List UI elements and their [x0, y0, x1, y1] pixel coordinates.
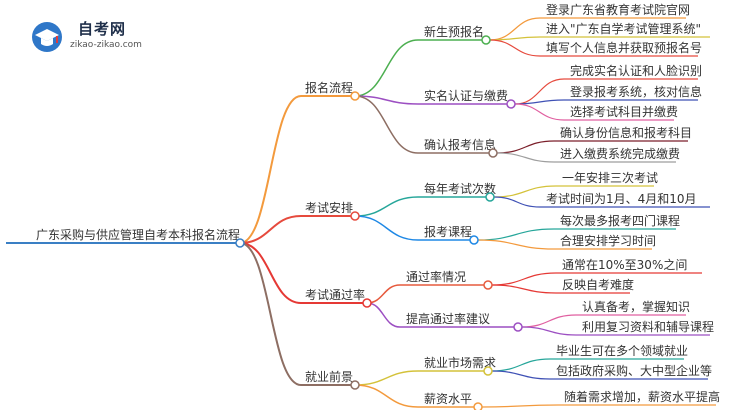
subtopic-label: 报考课程	[424, 224, 472, 239]
leaf-label: 包括政府采购、大中型企业等	[556, 363, 712, 378]
subtopic-node-dot	[485, 192, 495, 202]
leaf-connector	[477, 239, 555, 250]
subtopic-label: 确认报考信息	[424, 137, 496, 152]
branch-label: 考试安排	[305, 200, 353, 215]
root-node-dot	[235, 238, 245, 248]
subtopic-connector	[354, 215, 419, 241]
branch-node-dot	[350, 380, 360, 390]
leaf-connector	[521, 314, 577, 328]
leaf-connector	[496, 152, 555, 163]
leaf-label: 确认身份信息和报考科目	[560, 125, 692, 140]
branch-node-dot	[350, 91, 360, 101]
leaf-connector	[477, 228, 555, 241]
subtopic-connector	[354, 384, 419, 408]
subtopic-connector	[354, 95, 419, 105]
subtopic-label: 每年考试次数	[424, 181, 496, 196]
leaf-connector	[491, 272, 557, 286]
leaf-connector	[493, 185, 557, 198]
leaf-label: 认真备考，掌握知识	[582, 299, 690, 314]
subtopic-node-dot	[488, 148, 498, 158]
subtopic-label: 通过率情况	[406, 269, 466, 284]
graduation-cap-icon	[32, 22, 62, 52]
leaf-label: 每次最多报考四门课程	[560, 213, 680, 228]
subtopic-label: 新生预报名	[424, 24, 484, 39]
leaf-label: 进入"广东自学考试管理系统"	[546, 21, 701, 36]
subtopic-node-dot	[513, 322, 523, 332]
subtopic-node-dot	[483, 366, 493, 376]
subtopic-connector	[366, 284, 401, 304]
leaf-connector	[489, 36, 541, 41]
leaf-label: 一年安排三次考试	[562, 170, 658, 185]
branch-connector	[239, 242, 302, 304]
leaf-label: 合理安排学习时间	[560, 233, 656, 248]
leaf-label: 考试时间为1月、4月和10月	[546, 191, 697, 206]
branch-label: 就业前景	[305, 369, 353, 384]
leaf-label: 进入缴费系统完成缴费	[560, 146, 680, 161]
leaf-label: 利用复习资料和辅导课程	[582, 319, 714, 334]
branch-label: 报名流程	[305, 80, 353, 95]
logo-subtitle: zikao-zikao.com	[70, 40, 142, 50]
subtopic-node-dot	[506, 99, 516, 109]
subtopic-node-dot	[469, 235, 479, 245]
branch-connector	[239, 242, 302, 386]
logo-title: 自考网	[78, 20, 127, 38]
leaf-connector	[481, 404, 559, 408]
leaf-connector	[514, 99, 565, 105]
leaf-label: 登录报考系统，核对信息	[570, 84, 702, 99]
leaf-label: 登录广东省教育考试院官网	[546, 2, 690, 17]
branch-node-dot	[350, 211, 360, 221]
subtopic-node-dot	[481, 35, 491, 45]
subtopic-connector	[354, 39, 419, 97]
leaf-label: 随着需求增加，薪资水平提高	[564, 389, 720, 404]
leaf-label: 通常在10%至30%之间	[562, 258, 687, 272]
subtopic-connector	[366, 302, 401, 328]
subtopic-label: 就业市场需求	[424, 355, 496, 370]
subtopic-connector	[354, 196, 419, 217]
leaf-label: 填写个人信息并获取预报名号	[546, 40, 702, 55]
leaf-connector	[496, 140, 555, 154]
subtopic-connector	[354, 370, 419, 386]
subtopic-node-dot	[473, 402, 483, 410]
subtopic-label: 提高通过率建议	[406, 311, 490, 326]
subtopic-connector	[354, 95, 419, 154]
subtopic-label: 薪资水平	[424, 392, 472, 406]
branch-node-dot	[362, 298, 372, 308]
subtopic-label: 实名认证与缴费	[424, 88, 508, 103]
leaf-connector	[493, 196, 541, 208]
leaf-connector	[489, 39, 541, 57]
leaf-label: 毕业生可在多个领域就业	[556, 344, 688, 358]
leaf-connector	[491, 358, 551, 372]
branch-label: 考试通过率	[305, 287, 365, 302]
subtopic-node-dot	[483, 280, 493, 290]
branch-connector	[239, 215, 302, 244]
branch-connector	[239, 95, 302, 244]
site-logo[interactable]: 自考网 zikao-zikao.com	[30, 16, 160, 56]
leaf-label: 完成实名认证和人脸识别	[570, 63, 702, 78]
leaf-connector	[491, 370, 551, 380]
leaf-label: 选择考试科目并缴费	[570, 104, 678, 119]
leaf-connector	[521, 326, 577, 336]
leaf-label: 反映自考难度	[562, 277, 634, 292]
leaf-connector	[491, 284, 557, 294]
root-node-label: 广东采购与供应管理自考本科报名流程	[36, 227, 240, 242]
leaf-connector	[514, 103, 565, 121]
